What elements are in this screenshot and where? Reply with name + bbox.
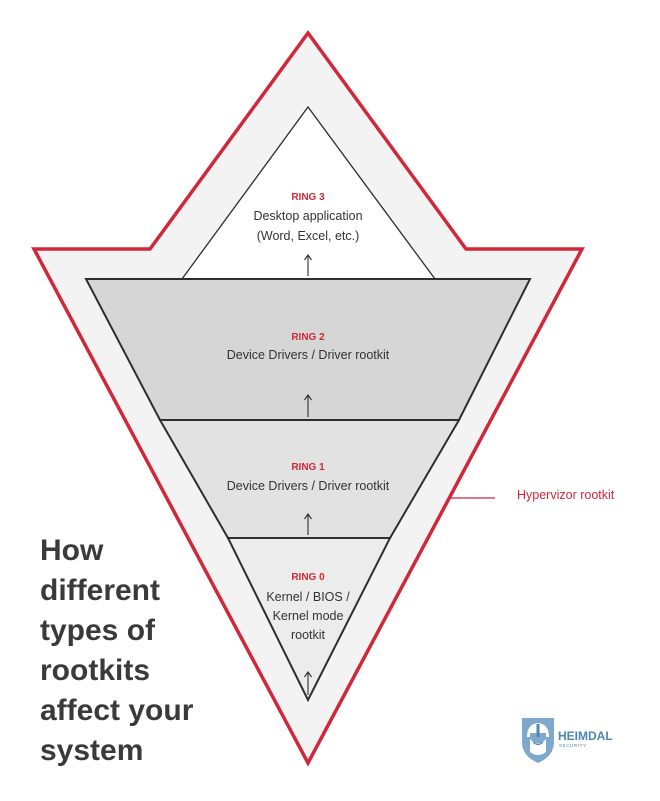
brand-name: HEIMDAL bbox=[558, 729, 613, 743]
ring2-tag: RING 2 bbox=[291, 332, 325, 343]
ring0-desc-line3: rootkit bbox=[291, 628, 326, 642]
ring0-tag: RING 0 bbox=[291, 572, 325, 583]
ring1-tag: RING 1 bbox=[291, 462, 325, 473]
hypervisor-label: Hypervizor rootkit bbox=[517, 488, 615, 502]
headline-line-5: affect your bbox=[40, 694, 194, 727]
ring0-triangle bbox=[226, 537, 392, 703]
headline-line-4: rootkits bbox=[40, 654, 150, 687]
ring3-desc-line1: Desktop application bbox=[253, 209, 362, 223]
brand-sub: SECURITY bbox=[559, 743, 587, 748]
headline-line-3: types of bbox=[40, 614, 156, 647]
headline-line-1: How bbox=[40, 534, 104, 567]
ring3-desc-line2: (Word, Excel, etc.) bbox=[257, 229, 360, 243]
headline-line-6: system bbox=[40, 734, 143, 767]
arrow-ring2 bbox=[304, 394, 312, 417]
arrow-ring3 bbox=[304, 254, 312, 276]
ring0-desc-line2: Kernel mode bbox=[273, 609, 344, 623]
headline: How different types of rootkits affect y… bbox=[40, 534, 194, 767]
brand-logo: HEIMDAL SECURITY bbox=[522, 718, 613, 763]
ring0-desc-line1: Kernel / BIOS / bbox=[266, 590, 350, 604]
viking-helmet-shield-icon bbox=[522, 718, 554, 763]
ring1-desc-line1: Device Drivers / Driver rootkit bbox=[227, 479, 390, 493]
arrow-ring0 bbox=[304, 671, 312, 695]
arrow-ring1 bbox=[304, 513, 312, 535]
headline-line-2: different bbox=[40, 574, 160, 607]
ring3-tag: RING 3 bbox=[291, 192, 325, 203]
ring2-desc-line1: Device Drivers / Driver rootkit bbox=[227, 348, 390, 362]
